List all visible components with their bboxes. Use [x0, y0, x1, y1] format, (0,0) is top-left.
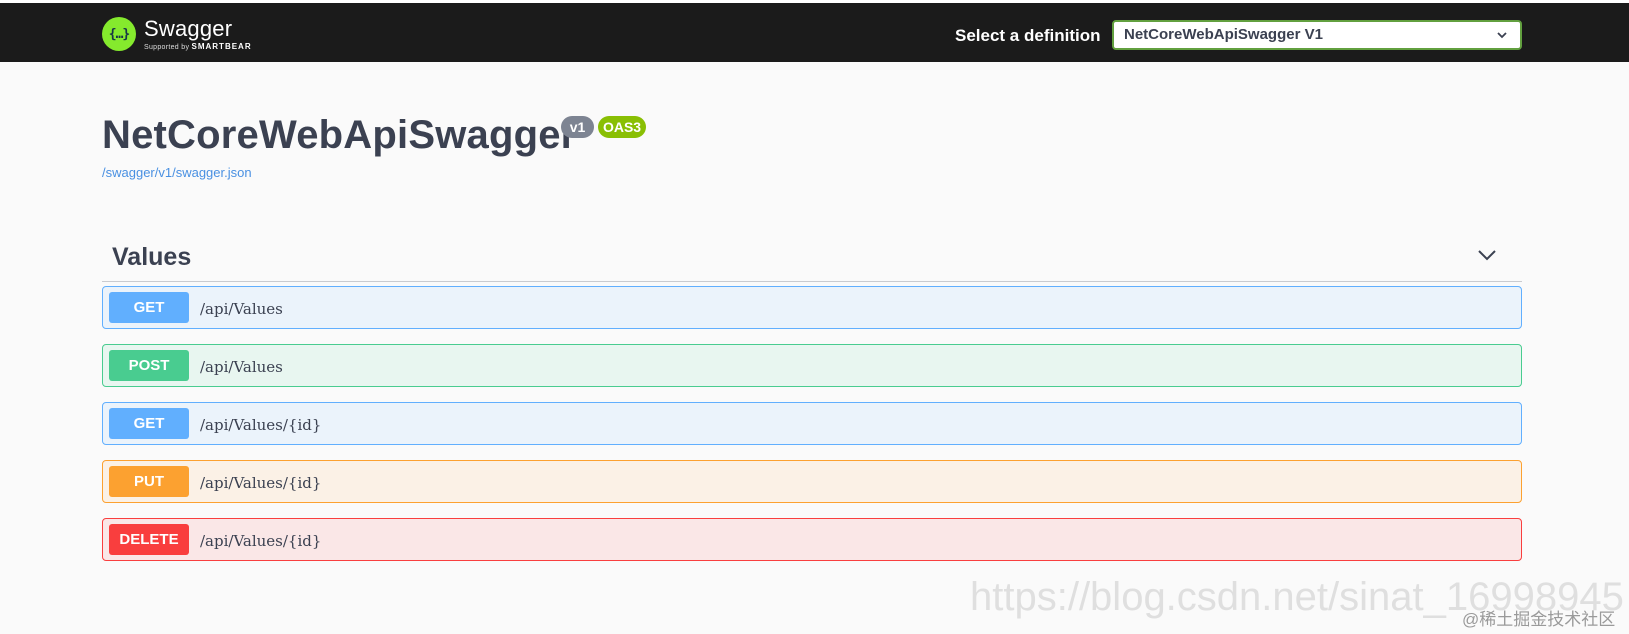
- operation-delete-value-by-id[interactable]: DELETE /api/Values/{id}: [102, 518, 1522, 561]
- method-badge: PUT: [109, 466, 189, 497]
- chevron-down-icon: [1497, 32, 1507, 39]
- logo-subtitle: Supported by SMARTBEAR: [144, 41, 252, 51]
- operation-path: /api/Values: [200, 358, 283, 376]
- definition-select[interactable]: NetCoreWebApiSwagger V1: [1112, 20, 1522, 50]
- version-badge: v1: [561, 116, 594, 138]
- tag-section-title: Values: [112, 243, 192, 271]
- spec-url-link[interactable]: /swagger/v1/swagger.json: [102, 165, 252, 180]
- watermark-url: https://blog.csdn.net/sinat_16998945: [970, 575, 1624, 619]
- definition-select-value: NetCoreWebApiSwagger V1: [1124, 26, 1323, 43]
- operation-get-values[interactable]: GET /api/Values: [102, 286, 1522, 329]
- oas-badge: OAS3: [598, 116, 646, 138]
- operation-path: /api/Values/{id}: [200, 474, 322, 492]
- swagger-logo-icon: {…}: [102, 17, 136, 51]
- logo-sub-brand: SMARTBEAR: [191, 41, 252, 51]
- watermark-text: @稀土掘金技术社区: [1462, 610, 1616, 629]
- logo-text: Swagger Supported by SMARTBEAR: [144, 15, 252, 51]
- method-badge: POST: [109, 350, 189, 381]
- operation-post-values[interactable]: POST /api/Values: [102, 344, 1522, 387]
- operation-put-value-by-id[interactable]: PUT /api/Values/{id}: [102, 460, 1522, 503]
- swagger-logo[interactable]: {…} Swagger Supported by SMARTBEAR: [102, 13, 252, 55]
- top-bar: {…} Swagger Supported by SMARTBEAR Selec…: [0, 0, 1629, 62]
- select-definition-label: Select a definition: [955, 26, 1101, 45]
- method-badge: GET: [109, 292, 189, 323]
- method-badge: DELETE: [109, 524, 189, 555]
- tag-section-header[interactable]: Values: [102, 235, 1522, 282]
- operation-path: /api/Values: [200, 300, 283, 318]
- operation-path: /api/Values/{id}: [200, 416, 322, 434]
- method-badge: GET: [109, 408, 189, 439]
- operation-get-value-by-id[interactable]: GET /api/Values/{id}: [102, 402, 1522, 445]
- api-title: NetCoreWebApiSwagger: [102, 113, 577, 157]
- logo-sub-prefix: Supported by: [144, 43, 190, 51]
- chevron-down-icon[interactable]: [1477, 248, 1497, 262]
- operation-path: /api/Values/{id}: [200, 532, 322, 550]
- logo-name: Swagger: [144, 15, 233, 41]
